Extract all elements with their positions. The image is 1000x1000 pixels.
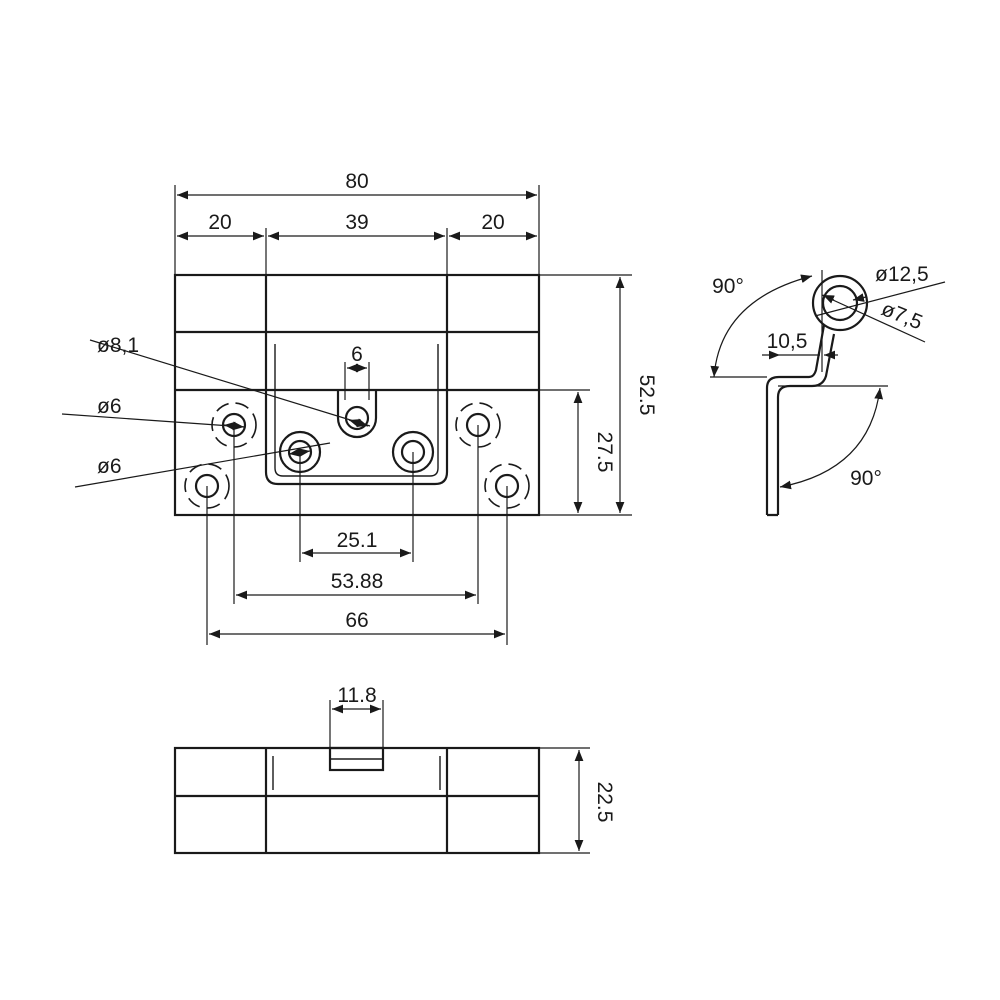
bottom-view: 11.8 22.5 [173, 684, 616, 855]
dim-inner-hole-spacing: 25.1 [337, 529, 378, 552]
dim-slot-width: 6 [351, 343, 363, 366]
dim-right-leaf-width: 20 [481, 211, 504, 234]
leader-inner-dia-arrow [822, 294, 835, 304]
leader-slot-hole [89, 339, 371, 427]
dim-slot-hole-diameter: ø8,1 [97, 334, 139, 357]
dim-center-width: 39 [345, 211, 368, 234]
front-view [173, 273, 541, 517]
leader-inner-dia [821, 294, 926, 343]
slot-hole [344, 405, 370, 431]
angle-arc-bottom [779, 387, 884, 490]
angle-arc-top [710, 274, 813, 378]
dim-tab-width: 11.8 [337, 684, 376, 707]
side-profile-outer [765, 324, 826, 515]
slot-outline [336, 389, 378, 439]
leader-hole-lower [74, 442, 331, 488]
leader-hole-upper [61, 413, 246, 428]
dim-left-leaf-width: 20 [208, 211, 231, 234]
center-plate-inner-outline [274, 344, 439, 477]
dim-hole-upper-diameter: ø6 [97, 395, 122, 418]
dim-side-inner-diameter: ø7,5 [878, 297, 926, 334]
leader-outer-dia-arrow [852, 293, 867, 302]
leader-slot-hole-arrows [348, 418, 369, 428]
angle-bottom-label: 90° [850, 467, 882, 490]
dim-side-outer-diameter: ø12,5 [875, 263, 929, 286]
leader-outer-dia [814, 281, 946, 317]
dim-bottom-view-height: 22.5 [593, 782, 616, 823]
front-dimensions: 80 20 39 20 52.5 27.5 6 ø8,1 ø6 ø6 [61, 170, 658, 645]
side-view: 10,5 ø12,5 ø7,5 90° 90° [710, 263, 946, 517]
dim-total-height: 52.5 [635, 375, 658, 416]
side-profile-inner [767, 333, 836, 517]
center-plate-outline [264, 340, 449, 486]
dim-mid-hole-spacing: 53.88 [331, 570, 384, 593]
front-outline [173, 273, 541, 517]
dim-overall-width: 80 [345, 170, 368, 193]
dim-hole-lower-diameter: ø6 [97, 455, 122, 478]
dim-side-offset: 10,5 [767, 330, 808, 353]
bottom-outline [173, 746, 541, 855]
dim-outer-hole-spacing: 66 [345, 609, 368, 632]
dim-lower-height: 27.5 [593, 432, 616, 473]
angle-top-label: 90° [712, 275, 744, 298]
